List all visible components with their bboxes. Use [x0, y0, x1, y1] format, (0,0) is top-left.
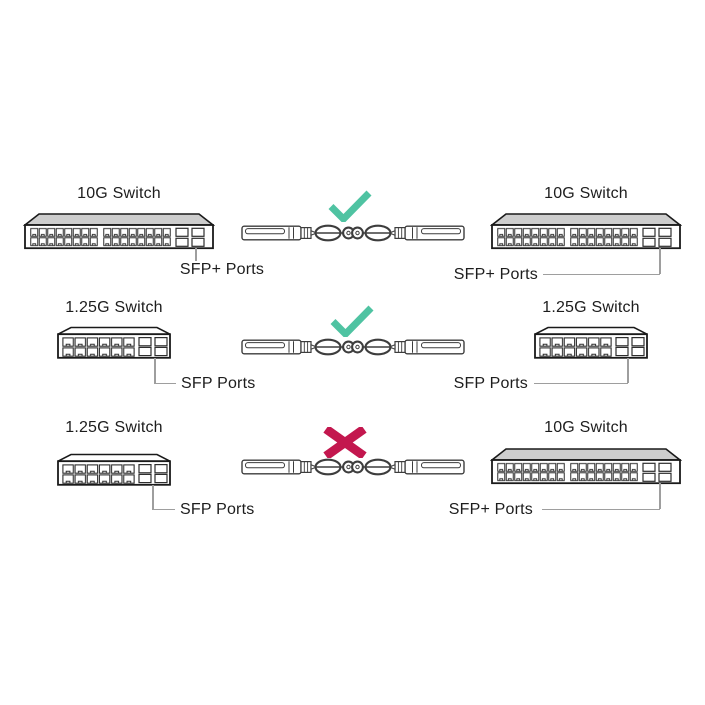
row3-left-switch-title: 1.25G Switch	[65, 419, 163, 436]
row1-right-leader-line	[543, 273, 660, 275]
row1-right-switch-title: 10G Switch	[544, 185, 628, 202]
row1-dac-cable	[241, 223, 465, 243]
row3-left-leader-line	[152, 508, 175, 510]
row1-right-ports-label: SFP+ Ports	[453, 266, 538, 283]
row3-right-switch	[490, 447, 682, 485]
row3-right-leader-line	[542, 508, 660, 510]
row2-right-leader-line	[534, 382, 628, 384]
row2-left-ports-label: SFP Ports	[181, 375, 256, 392]
row2-right-switch	[533, 326, 649, 359]
row2-right-ports-label: SFP Ports	[453, 375, 528, 392]
row1-check-icon	[328, 190, 372, 222]
row2-right-switch-title: 1.25G Switch	[542, 299, 640, 316]
row2-check-icon	[330, 305, 374, 337]
row3-left-ports-label: SFP Ports	[180, 501, 255, 518]
row1-left-leader-line	[195, 248, 197, 261]
row3-right-leader-line-vertical	[659, 483, 661, 509]
row2-left-switch	[56, 326, 172, 359]
row1-left-ports-label: SFP+ Ports	[179, 261, 265, 278]
row1-right-switch	[490, 212, 682, 250]
row3-right-ports-label: SFP+ Ports	[448, 501, 533, 518]
row3-left-leader-line-vertical	[152, 485, 154, 509]
row3-cross-icon	[322, 427, 368, 458]
row2-dac-cable	[241, 337, 465, 357]
row1-left-switch-title: 10G Switch	[77, 185, 161, 202]
row2-left-leader-line-vertical	[154, 358, 156, 383]
row3-dac-cable	[241, 457, 465, 477]
row1-left-switch	[23, 212, 215, 250]
row2-right-leader-line-vertical	[627, 358, 629, 383]
row3-left-switch	[56, 453, 172, 486]
row1-right-leader-line-vertical	[659, 248, 661, 274]
row2-left-leader-line	[154, 382, 176, 384]
row3-right-switch-title: 10G Switch	[544, 419, 628, 436]
row2-left-switch-title: 1.25G Switch	[65, 299, 163, 316]
